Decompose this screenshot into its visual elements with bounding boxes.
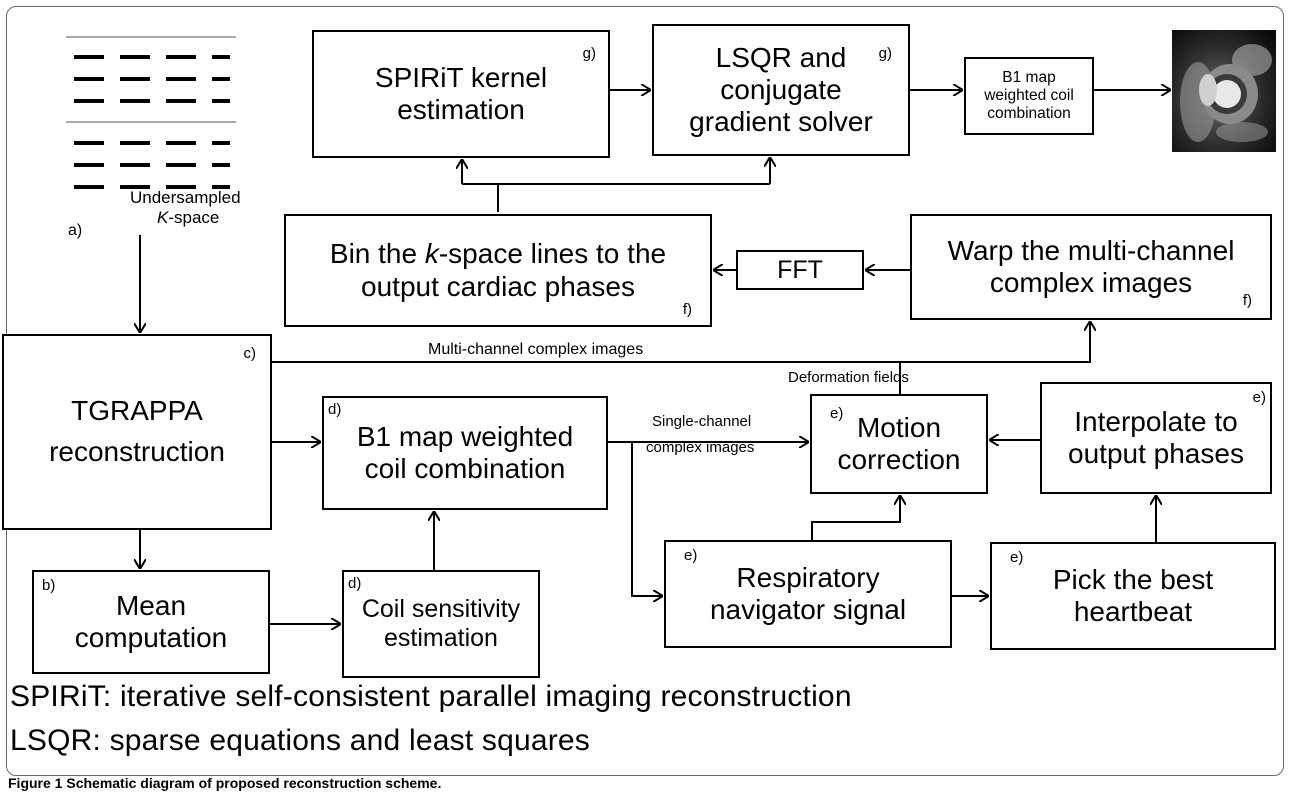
warp-text: Warp the multi-channel complex images (947, 234, 1235, 298)
b1-mid-text: B1 map weighted coil combination (356, 420, 574, 484)
motion-text: Motion correction (837, 411, 961, 475)
spirit-kernel-box: SPIRiT kernel estimation g) (312, 30, 610, 158)
coil-sens-text: Coil sensitivity estimation (361, 595, 521, 652)
pick-best-box: Pick the best heartbeat e) (990, 542, 1276, 650)
legend-spirit-term: SPIRiT (10, 680, 103, 713)
spirit-kernel-text: SPIRiT kernel estimation (374, 61, 548, 125)
tag-a: a) (68, 222, 83, 239)
bin-k: k (424, 238, 439, 270)
bin-kspace-tag: f) (682, 301, 692, 318)
resp-nav-tag: e) (684, 547, 698, 564)
b1-mid-tag: d) (328, 401, 342, 418)
spirit-kernel-tag: g) (582, 45, 596, 62)
lsqr-solver-text: LSQR and conjugate gradient solver (689, 41, 873, 138)
warp-box: Warp the multi-channel complex images f) (910, 214, 1272, 320)
resp-nav-box: Respiratory navigator signal e) (664, 540, 952, 648)
line-bin-up (497, 183, 770, 212)
arrow-multichannel-to-warp (272, 322, 1090, 363)
b1-top-box: B1 map weighted coil combination (964, 57, 1094, 135)
kspace-label-k: K (157, 208, 169, 227)
tgrappa-tag: c) (243, 345, 257, 362)
single-channel-label-2: complex images (646, 439, 755, 456)
pick-best-text: Pick the best heartbeat (1052, 563, 1214, 627)
fft-text: FFT (777, 255, 823, 284)
coil-sens-box: Coil sensitivity estimation d) (342, 570, 540, 678)
lsqr-solver-box: LSQR and conjugate gradient solver g) (652, 24, 910, 156)
multichannel-label: Multi-channel complex images (428, 341, 644, 358)
motion-box: Motion correction e) (810, 394, 988, 494)
legend-spirit-def: : iterative self-consistent parallel ima… (102, 680, 852, 713)
bin-kspace-text: Bin the k-space lines to the output card… (286, 238, 710, 302)
legend-lsqr: LSQR: sparse equations and least squares (10, 726, 590, 756)
caption-text: Schematic diagram of proposed reconstruc… (62, 775, 442, 791)
bin-pre: Bin the (329, 238, 425, 270)
fft-box: FFT (736, 250, 864, 290)
pick-best-tag: e) (1010, 549, 1024, 566)
interpolate-text: Interpolate to output phases (1068, 405, 1244, 469)
arrow-resp-to-motion (811, 496, 900, 540)
resp-nav-text: Respiratory navigator signal (709, 561, 907, 625)
coil-sens-tag: d) (348, 575, 362, 592)
bin-post: -space lines to the output cardiac phase… (361, 238, 667, 302)
bin-kspace-box: Bin the k-space lines to the output card… (284, 214, 712, 327)
tgrappa-box: TGRAPPA reconstruction c) (2, 334, 272, 530)
kspace-label-rest: -space (168, 208, 220, 227)
tgrappa-text: TGRAPPA reconstruction (49, 395, 225, 467)
mean-text: Mean computation (74, 589, 228, 653)
warp-tag: f) (1242, 292, 1252, 309)
figure-caption: Figure 1 Schematic diagram of proposed r… (8, 776, 441, 790)
mean-box: Mean computation b) (32, 570, 270, 674)
motion-tag: e) (830, 405, 844, 422)
interpolate-box: Interpolate to output phases e) (1040, 382, 1272, 494)
arrow-to-respiratory (631, 442, 662, 596)
caption-label: Figure 1 (8, 775, 63, 791)
single-channel-label-1: Single-channel (652, 413, 752, 430)
deformation-label: Deformation fields (788, 369, 909, 386)
kspace-lines-graphic (66, 36, 236, 189)
b1-top-text: B1 map weighted coil combination (984, 69, 1074, 122)
legend-lsqr-term: LSQR (10, 724, 93, 757)
kspace-label-kspace: K-space (157, 209, 219, 226)
legend-spirit: SPIRiT: iterative self-consistent parall… (10, 682, 852, 712)
legend-lsqr-def: : sparse equations and least squares (92, 724, 591, 757)
interpolate-tag: e) (1252, 389, 1266, 406)
cardiac-mri-image (1172, 30, 1276, 152)
lsqr-solver-tag: g) (878, 45, 892, 62)
cardiac-mri-graphic (1172, 30, 1276, 152)
mean-tag: b) (42, 577, 56, 594)
kspace-label-undersampled: Undersampled (130, 188, 241, 207)
b1-mid-box: B1 map weighted coil combination d) (322, 396, 608, 510)
kspace-pattern (66, 30, 236, 200)
